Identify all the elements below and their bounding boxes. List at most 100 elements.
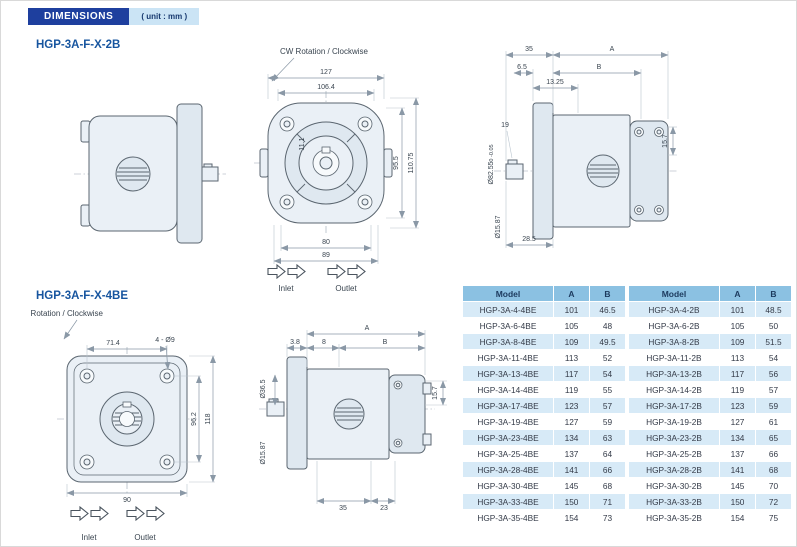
outlet-arrows-icon	[327, 263, 366, 280]
table-cell: 52	[589, 349, 626, 366]
table-cell: 127	[553, 413, 590, 430]
table-cell: 66	[589, 461, 626, 478]
inlet-label: Inlet	[81, 533, 97, 542]
dim-shaft-length: 28.5	[522, 236, 536, 243]
inlet-label: Inlet	[278, 284, 294, 293]
inlet-arrows-icon	[267, 263, 306, 280]
front-view-drawing	[254, 91, 398, 235]
dim-width-outer: 127	[320, 69, 332, 76]
table-cell: HGP-3A-13-2B	[628, 365, 720, 382]
section-header-bar: DIMENSIONS ( unit : mm )	[28, 8, 200, 25]
table-cell: 75	[755, 509, 792, 526]
outlet-label: Outlet	[335, 284, 357, 293]
table-cell: 145	[719, 477, 756, 494]
side-view-drawing	[259, 356, 435, 470]
table-cell: 154	[719, 509, 756, 526]
inlet-arrows-icon	[70, 505, 109, 522]
table-cell: HGP-3A-23-2B	[628, 429, 720, 446]
outlet-arrows-icon	[126, 505, 165, 522]
table-cell: HGP-3A-30-2B	[628, 477, 720, 494]
table-cell: 51.5	[755, 333, 792, 350]
dim-lip: 3.8	[290, 339, 300, 346]
side-view-drawing	[494, 102, 678, 240]
column-header: Model	[628, 285, 720, 302]
table-cell: 59	[755, 397, 792, 414]
table-cell: 150	[553, 493, 590, 510]
table-cell: HGP-3A-28-2B	[628, 461, 720, 478]
dim-port-width: 35	[339, 505, 347, 512]
dim-height-inner: 95.5	[393, 156, 400, 170]
table-cell: HGP-3A-13-4BE	[462, 365, 554, 382]
table-cell: 48.5	[755, 301, 792, 318]
front-view-dimensions: 127 106.4 80 89 95.5 110.75 11.1	[267, 69, 419, 264]
column-header: A	[719, 285, 756, 302]
table-cell: 57	[589, 397, 626, 414]
outlet-label: Outlet	[134, 533, 156, 542]
dim-total-length: A	[610, 46, 615, 53]
page-title: DIMENSIONS	[28, 8, 130, 25]
table-cell: HGP-3A-8-2B	[628, 333, 720, 350]
dim-spigot-diameter: Ø36.5	[260, 379, 267, 398]
cw-rotation-label: CW Rotation / Clockwise	[29, 309, 104, 318]
model-title-2b: HGP-3A-F-X-2B	[36, 39, 121, 51]
dim-bolt-spacing: 71.4	[106, 340, 120, 347]
dim-total-length: A	[365, 325, 370, 332]
table-cell: 73	[589, 509, 626, 526]
dim-port-height: 15.7	[662, 134, 669, 148]
table-cell: HGP-3A-17-2B	[628, 397, 720, 414]
table-cell: 134	[719, 429, 756, 446]
section1-drawings: CW Rotation / Clockwise	[74, 46, 678, 293]
dim-body-length: B	[383, 339, 388, 346]
dim-port-offset: 23	[380, 505, 388, 512]
dim-flange-thickness: 8	[322, 339, 326, 346]
table-cell: 55	[589, 381, 626, 398]
column-header: B	[755, 285, 792, 302]
table-cell: 105	[553, 317, 590, 334]
table-cell: HGP-3A-11-4BE	[462, 349, 554, 366]
table-cell: 127	[719, 413, 756, 430]
table-cell: HGP-3A-4-4BE	[462, 301, 554, 318]
table-cell: 134	[553, 429, 590, 446]
table-cell: 57	[755, 381, 792, 398]
table-cell: 49.5	[589, 333, 626, 350]
dim-key-length: 19	[501, 122, 509, 129]
table-cell: 123	[719, 397, 756, 414]
table-cell: 109	[553, 333, 590, 350]
table-cell: 123	[553, 397, 590, 414]
front-view-dimensions: 71.4 4 - Ø9 96.2 118 90	[66, 337, 216, 504]
dim-spigot-tolerance: 0 -0.05	[489, 144, 495, 161]
table-cell: 101	[719, 301, 756, 318]
side-view-dimensions: A 3.8 8 B Ø36.5 Ø15.87 15.7 35 23	[260, 325, 447, 512]
table-cell: HGP-3A-14-4BE	[462, 381, 554, 398]
table-cell: HGP-3A-6-2B	[628, 317, 720, 334]
table-cell: 137	[553, 445, 590, 462]
model-title-4be: HGP-3A-F-X-4BE	[36, 290, 129, 302]
table-cell: HGP-3A-25-2B	[628, 445, 720, 462]
table-cell: HGP-3A-35-2B	[628, 509, 720, 526]
table-cell: HGP-3A-6-4BE	[462, 317, 554, 334]
dim-body-length: B	[597, 64, 602, 71]
table-cell: 72	[755, 493, 792, 510]
table-cell: 59	[589, 413, 626, 430]
section2-drawings: CW Rotation / Clockwise 71.4	[29, 309, 447, 542]
table-cell: 145	[553, 477, 590, 494]
dim-bottom-outer: 89	[322, 252, 330, 259]
